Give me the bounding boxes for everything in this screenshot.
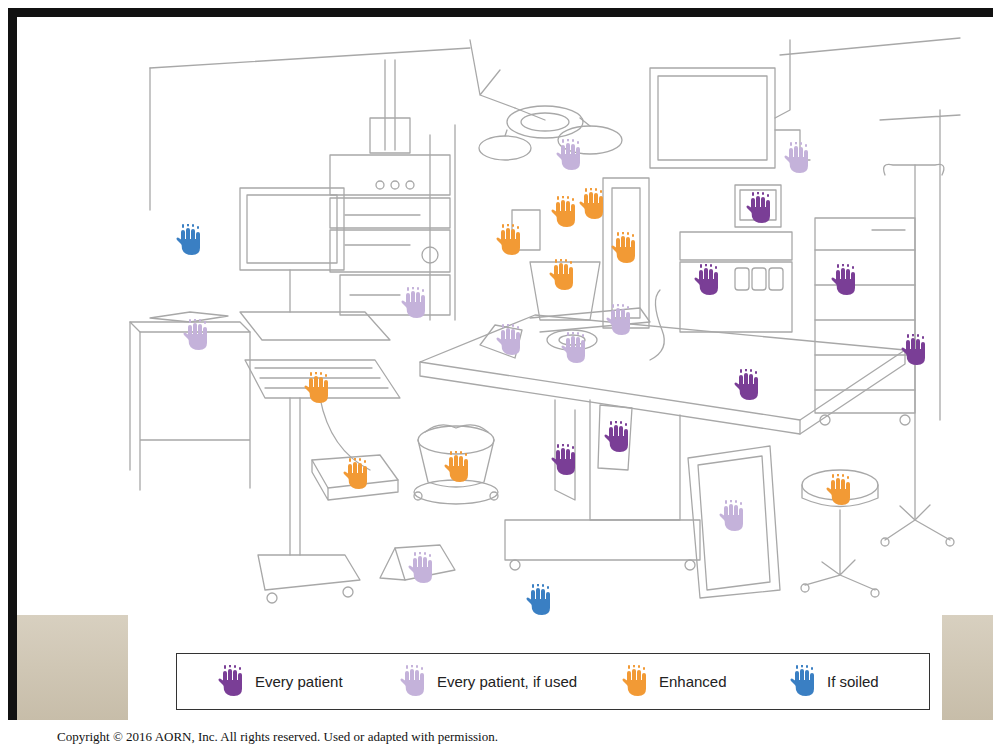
hand-enhanced	[343, 458, 367, 490]
hand-every-patient-if-used	[556, 139, 580, 171]
hand-enhanced	[549, 259, 573, 291]
hand-markers	[176, 139, 925, 616]
frame-top	[8, 8, 993, 17]
hand-every-patient-if-used	[496, 324, 520, 356]
hand-every-patient-if-used	[408, 552, 432, 584]
hand-every-patient	[901, 334, 925, 366]
copyright-note: Copyright © 2016 AORN, Inc. All rights r…	[57, 729, 498, 745]
legend-item: Every patient	[217, 654, 343, 708]
hand-every-patient-if-used	[183, 319, 207, 351]
hand-every-patient	[746, 192, 770, 224]
hand-enhanced	[551, 196, 575, 228]
legend-label: If soiled	[827, 673, 879, 690]
room-line-art	[130, 38, 960, 603]
legend-item: If soiled	[789, 654, 879, 708]
hand-every-patient	[831, 264, 855, 296]
legend-box: Every patient Every patient, if used Enhan…	[176, 653, 930, 710]
hand-every-patient-if-used	[784, 142, 808, 174]
legend-item: Every patient, if used	[399, 654, 577, 708]
legend-label: Enhanced	[659, 673, 727, 690]
legend-swatch	[789, 665, 819, 697]
white-panel	[128, 16, 942, 720]
hand-every-patient	[551, 444, 575, 476]
hand-every-patient	[734, 369, 758, 401]
hand-if-soiled	[176, 224, 200, 256]
hand-enhanced	[611, 232, 635, 264]
legend-swatch	[399, 665, 429, 697]
hand-every-patient	[694, 264, 718, 296]
hand-every-patient-if-used	[719, 500, 743, 532]
legend-label: Every patient	[255, 673, 343, 690]
hand-if-soiled	[526, 584, 550, 616]
hand-every-patient-if-used	[401, 287, 425, 319]
hand-every-patient	[604, 421, 628, 453]
hand-every-patient-if-used	[561, 332, 585, 364]
legend-swatch	[621, 665, 651, 697]
hand-enhanced	[304, 372, 328, 404]
hand-enhanced	[826, 474, 850, 506]
legend-swatch	[217, 665, 247, 697]
legend-label: Every patient, if used	[437, 673, 577, 690]
hand-enhanced	[496, 224, 520, 256]
frame-left	[8, 8, 17, 720]
hand-enhanced	[444, 451, 468, 483]
hand-every-patient-if-used	[606, 304, 630, 336]
hand-enhanced	[579, 188, 603, 220]
legend-item: Enhanced	[621, 654, 727, 708]
